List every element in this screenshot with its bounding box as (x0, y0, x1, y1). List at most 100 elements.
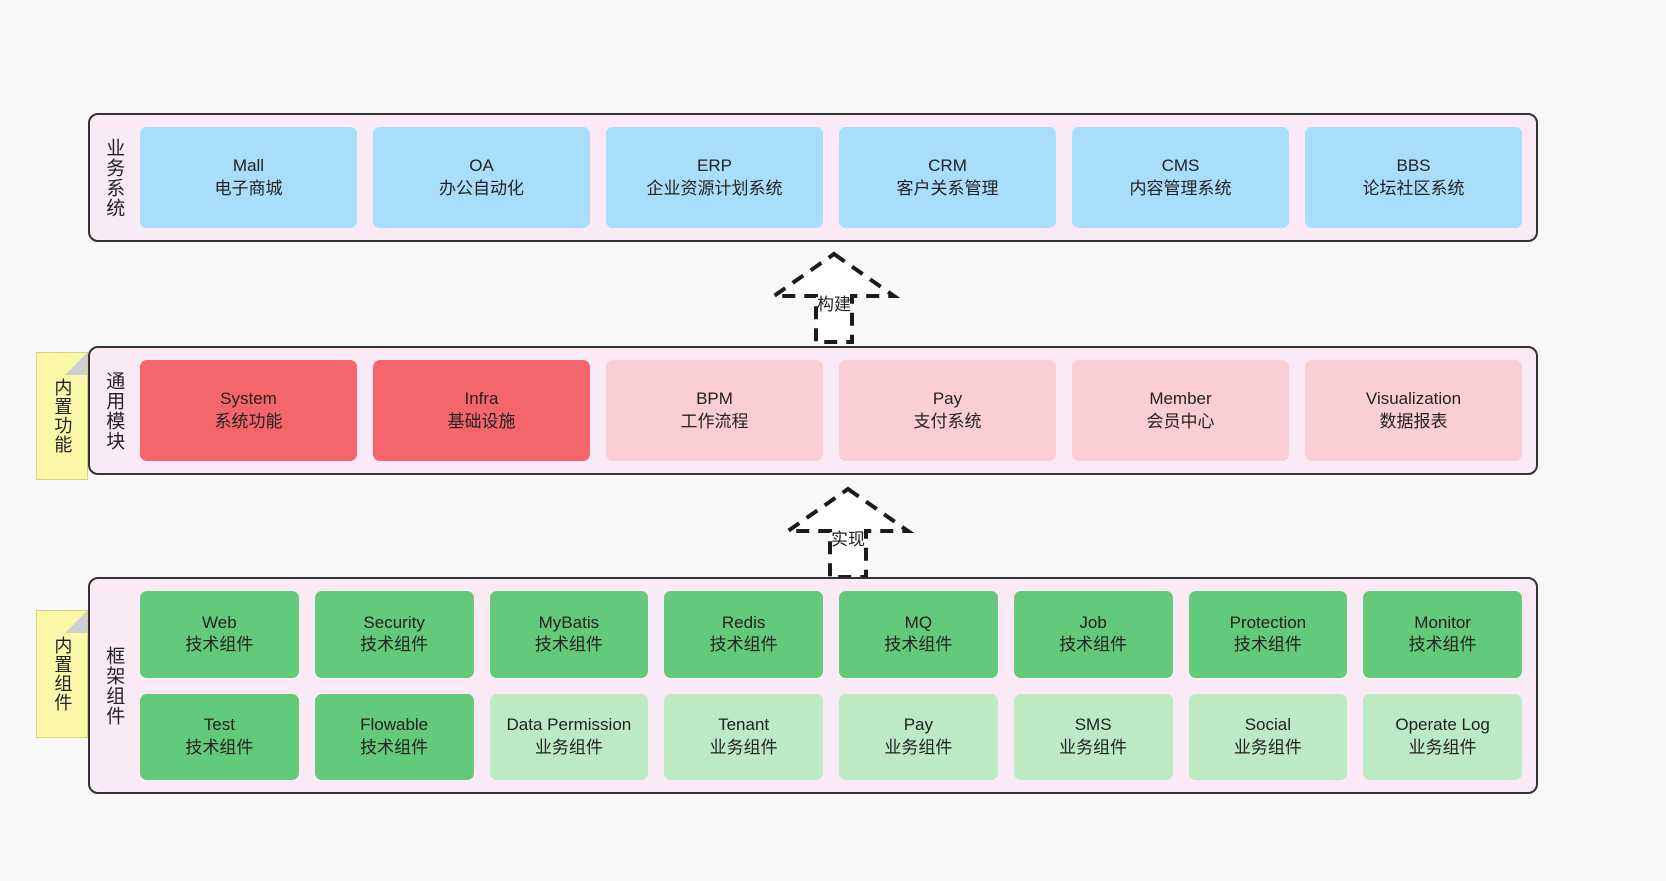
note-builtin-component: 内置组件 (36, 610, 88, 738)
card-protection[interactable]: Protection 技术组件 (1188, 591, 1348, 678)
card-row: System 系统功能 Infra 基础设施 BPM 工作流程 Pay 支付系统… (140, 360, 1522, 461)
card-crm[interactable]: CRM 客户关系管理 (839, 127, 1056, 228)
card-job[interactable]: Job 技术组件 (1013, 591, 1173, 678)
card-title-en: Tenant (718, 715, 770, 735)
card-bpm[interactable]: BPM 工作流程 (606, 360, 823, 461)
card-title-en: Pay (903, 715, 934, 735)
card-mall[interactable]: Mall 电子商城 (140, 127, 357, 228)
card-title-cn: 办公自动化 (439, 178, 524, 198)
card-title-en: Social (1244, 715, 1292, 735)
layer-title-framework: 框架组件 (103, 645, 125, 726)
card-title-cn: 技术组件 (884, 635, 953, 655)
card-title-en: System (220, 389, 277, 409)
card-title-en: Data Permission (506, 715, 632, 735)
note-text: 内置组件 (52, 636, 73, 712)
card-title-cn: 技术组件 (360, 635, 429, 655)
card-system[interactable]: System 系统功能 (140, 360, 357, 461)
card-title-cn: 技术组件 (709, 635, 778, 655)
card-title-cn: 技术组件 (185, 635, 254, 655)
card-title-en: Operate Log (1395, 715, 1490, 735)
connector-build: 构建 (744, 250, 924, 346)
card-title-en: MyBatis (538, 612, 600, 632)
card-title-en: Pay (932, 389, 963, 409)
card-mq[interactable]: MQ 技术组件 (839, 591, 998, 678)
layer-title-modules: 通用模块 (103, 370, 125, 451)
card-row: Test 技术组件 Flowable 技术组件 Data Permission … (140, 693, 1522, 780)
card-title-cn: 业务组件 (1408, 737, 1477, 757)
card-member[interactable]: Member 会员中心 (1072, 360, 1289, 461)
card-pay-component[interactable]: Pay 业务组件 (839, 693, 998, 780)
card-redis[interactable]: Redis 技术组件 (664, 591, 823, 678)
note-text: 内置功能 (52, 378, 73, 454)
card-title-cn: 系统功能 (214, 411, 283, 431)
card-title-cn: 电子商城 (214, 178, 283, 198)
card-oa[interactable]: OA 办公自动化 (373, 127, 590, 228)
card-title-en: Flowable (360, 715, 429, 735)
card-title-en: Protection (1229, 612, 1307, 632)
card-title-cn: 技术组件 (1233, 635, 1302, 655)
card-title-en: BPM (696, 389, 733, 409)
card-security[interactable]: Security 技术组件 (314, 591, 474, 678)
card-title-cn: 业务组件 (884, 737, 953, 757)
card-title-en: Job (1079, 612, 1107, 632)
card-title-cn: 工作流程 (680, 411, 749, 431)
card-test[interactable]: Test 技术组件 (140, 693, 299, 780)
card-bbs[interactable]: BBS 论坛社区系统 (1305, 127, 1522, 228)
card-data-permission[interactable]: Data Permission 业务组件 (489, 693, 649, 780)
card-title-cn: 支付系统 (913, 411, 982, 431)
card-mybatis[interactable]: MyBatis 技术组件 (489, 591, 649, 678)
card-title-cn: 技术组件 (1059, 635, 1128, 655)
card-title-en: CMS (1161, 156, 1200, 176)
card-social[interactable]: Social 业务组件 (1188, 693, 1348, 780)
card-cms[interactable]: CMS 内容管理系统 (1072, 127, 1289, 228)
card-title-en: Member (1149, 389, 1212, 409)
card-title-cn: 内容管理系统 (1129, 178, 1232, 198)
card-title-cn: 技术组件 (534, 635, 603, 655)
card-monitor[interactable]: Monitor 技术组件 (1363, 591, 1522, 678)
card-title-cn: 技术组件 (1408, 635, 1477, 655)
card-flowable[interactable]: Flowable 技术组件 (314, 693, 474, 780)
card-title-cn: 业务组件 (709, 737, 778, 757)
layer-title-business: 业务系统 (103, 137, 125, 218)
connector-label-build: 构建 (817, 295, 851, 314)
card-title-en: MQ (904, 612, 933, 632)
card-title-cn: 论坛社区系统 (1362, 178, 1465, 198)
card-title-en: Web (202, 612, 237, 632)
card-title-cn: 技术组件 (185, 737, 254, 757)
card-web[interactable]: Web 技术组件 (140, 591, 299, 678)
connector-implement: 实现 (758, 485, 938, 581)
card-visualization[interactable]: Visualization 数据报表 (1305, 360, 1522, 461)
card-title-en: ERP (697, 156, 732, 176)
card-row: Mall 电子商城 OA 办公自动化 ERP 企业资源计划系统 CRM 客户关系… (140, 127, 1522, 228)
layer-body-modules: System 系统功能 Infra 基础设施 BPM 工作流程 Pay 支付系统… (136, 348, 1536, 473)
card-tenant[interactable]: Tenant 业务组件 (664, 693, 823, 780)
card-infra[interactable]: Infra 基础设施 (373, 360, 590, 461)
card-erp[interactable]: ERP 企业资源计划系统 (606, 127, 823, 228)
layer-framework-components: 框架组件 Web 技术组件 Security 技术组件 MyBatis 技术组件… (88, 577, 1538, 794)
card-title-en: SMS (1074, 715, 1112, 735)
dashed-arrow-up-icon (767, 251, 901, 344)
layer-common-modules: 通用模块 System 系统功能 Infra 基础设施 BPM 工作流程 Pay… (88, 346, 1538, 475)
card-title-en: Visualization (1365, 389, 1462, 409)
card-pay[interactable]: Pay 支付系统 (839, 360, 1056, 461)
layer-body-framework: Web 技术组件 Security 技术组件 MyBatis 技术组件 Redi… (136, 579, 1536, 792)
card-title-cn: 企业资源计划系统 (646, 178, 783, 198)
card-title-en: CRM (928, 156, 967, 176)
note-builtin-function: 内置功能 (36, 352, 88, 480)
card-title-en: OA (469, 156, 494, 176)
card-title-en: Security (363, 612, 425, 632)
card-title-cn: 基础设施 (447, 411, 516, 431)
card-title-cn: 业务组件 (1233, 737, 1302, 757)
card-row: Web 技术组件 Security 技术组件 MyBatis 技术组件 Redi… (140, 591, 1522, 678)
card-title-en: Test (203, 715, 235, 735)
card-operate-log[interactable]: Operate Log 业务组件 (1363, 693, 1522, 780)
card-title-cn: 技术组件 (360, 737, 429, 757)
connector-label-implement: 实现 (831, 530, 865, 549)
card-title-en: Redis (721, 612, 766, 632)
layer-body-business: Mall 电子商城 OA 办公自动化 ERP 企业资源计划系统 CRM 客户关系… (136, 115, 1536, 240)
card-sms[interactable]: SMS 业务组件 (1013, 693, 1173, 780)
card-title-cn: 会员中心 (1146, 411, 1215, 431)
card-title-cn: 业务组件 (534, 737, 603, 757)
card-title-cn: 客户关系管理 (896, 178, 999, 198)
